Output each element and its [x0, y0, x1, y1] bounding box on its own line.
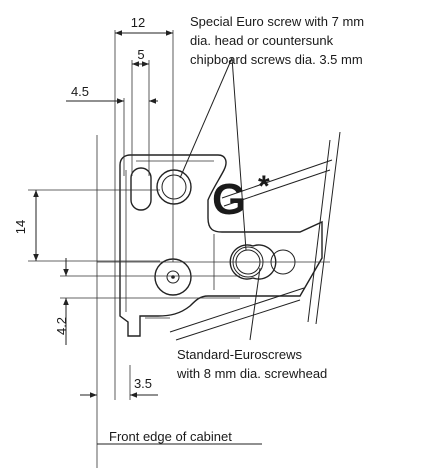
slot-hole [130, 167, 152, 211]
special-screw-line-3: chipboard screws dia. 3.5 mm [190, 52, 363, 67]
special-screw-label: Special Euro screw with 7 mm dia. head o… [190, 14, 364, 67]
symbol-letter: G [212, 175, 246, 224]
dim-14: 14 [13, 220, 28, 234]
dim-4-2: 4.2 [54, 317, 69, 335]
standard-screw-line-1: Standard-Euroscrews [177, 347, 302, 362]
standard-screw-label: Standard-Euroscrews with 8 mm dia. screw… [176, 347, 327, 381]
symbol-mark: * [258, 170, 270, 203]
standard-screw-line-2: with 8 mm dia. screwhead [176, 366, 327, 381]
reference-lines [28, 30, 330, 468]
dimension-arrows [33, 30, 173, 398]
pivot-hole [154, 258, 192, 296]
g-star-symbol: G * [212, 170, 270, 224]
dim-12: 12 [131, 15, 145, 30]
upper-screw-hole [156, 169, 192, 205]
dim-4-5: 4.5 [71, 84, 89, 99]
dim-3-5: 3.5 [134, 376, 152, 391]
special-screw-line-1: Special Euro screw with 7 mm [190, 14, 364, 29]
leader-lines [97, 57, 262, 445]
dim-5: 5 [137, 47, 144, 62]
special-screw-line-2: dia. head or countersunk [190, 33, 334, 48]
front-edge-label: Front edge of cabinet [109, 429, 232, 444]
side-wall [169, 131, 341, 341]
